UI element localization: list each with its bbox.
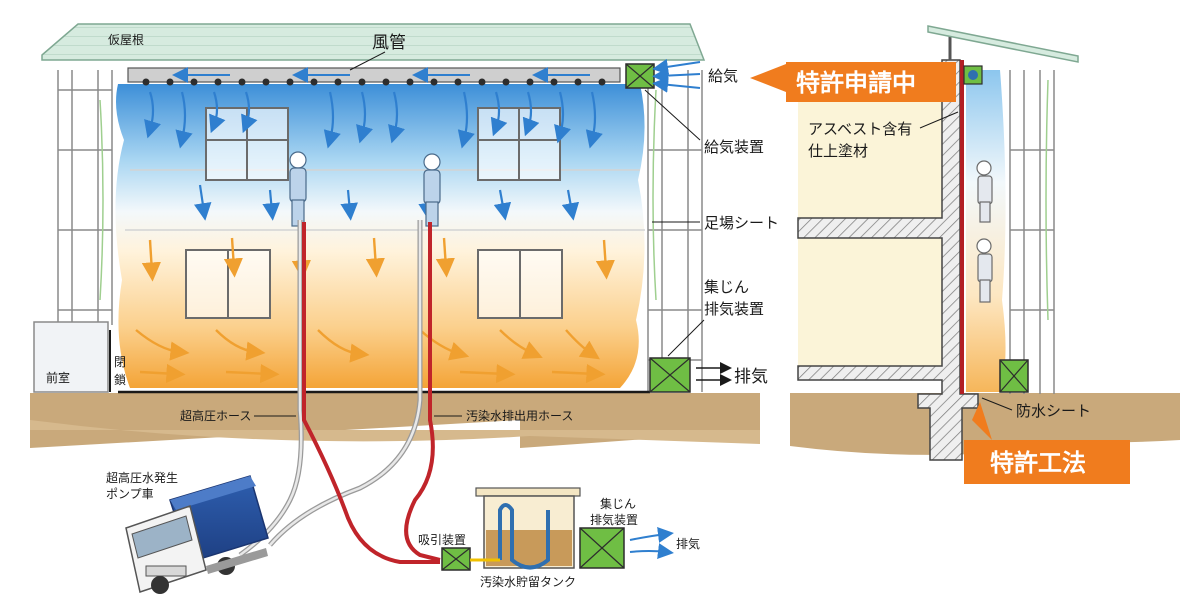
- tank-dust-label-2: 排気装置: [590, 512, 638, 527]
- duct-leader: [349, 51, 386, 71]
- asbestos-coating: [960, 60, 964, 394]
- suction-device-label: 吸引装置: [418, 533, 466, 547]
- windows: [185, 107, 563, 319]
- hp-hose-label: 超高圧ホース: [180, 408, 251, 423]
- tank-lid: [475, 487, 581, 497]
- air-volume: [115, 84, 645, 388]
- dust-exhaust-label-2: 排気装置: [704, 300, 764, 318]
- closed-label-1: 閉: [114, 355, 126, 369]
- waste-hose: [302, 222, 440, 564]
- section-worker-lower: [976, 238, 993, 303]
- duct-nozzles: [142, 78, 606, 86]
- scaffold-sheet-label: 足場シート: [704, 214, 779, 232]
- badge-patent-pending-text: 特許申請中: [796, 69, 916, 97]
- dust-exhaust-leader: [667, 319, 705, 357]
- ground-left-bottom: [30, 420, 760, 444]
- tank-dust-label-1: 集じん: [600, 496, 636, 511]
- scaffold-right: [647, 70, 703, 392]
- supply-inflow-arrows: [652, 58, 701, 93]
- supply-device-leader: [644, 89, 701, 141]
- front-room-label: 前室: [46, 370, 70, 385]
- tank-exhaust-arrows: [629, 527, 674, 559]
- supply-device-label: 給気装置: [704, 138, 764, 156]
- waterproof-leader: [981, 397, 1013, 411]
- pump-truck-label-1: 超高圧水発生: [106, 470, 178, 485]
- tank-pipe: [498, 503, 550, 570]
- section-worker-upper: [976, 160, 993, 223]
- section-air-band: [966, 70, 1006, 392]
- asbestos-label-1: アスベスト含有: [808, 120, 912, 138]
- exhaust-arrows: [696, 362, 732, 386]
- waste-hose-2: [404, 222, 441, 562]
- pump-truck-label-2: ポンプ車: [106, 487, 154, 501]
- badge-patent-method-text: 特許工法: [990, 449, 1086, 477]
- worker-left: [289, 151, 307, 227]
- front-room: [33, 321, 109, 393]
- pump-truck: [125, 475, 269, 594]
- room-lower: [798, 238, 944, 366]
- dust-exhaust-label-1: 集じん: [704, 278, 749, 296]
- asbestos-label-2: 仕上塗材: [808, 142, 868, 160]
- asbestos-leader: [919, 111, 959, 129]
- worker-right: [423, 153, 441, 227]
- temp-roof: [41, 23, 706, 61]
- badge-patent-method: 特許工法: [964, 402, 1130, 484]
- section-scaffold: [1009, 70, 1055, 394]
- closed-label-2: 鎖: [114, 372, 126, 387]
- section-temp-roof: [927, 25, 1079, 63]
- duct: [127, 67, 621, 83]
- waterproof-label: 防水シート: [1016, 402, 1091, 420]
- air-supply-label: 給気: [708, 67, 738, 85]
- exhaust-label: 排気: [734, 367, 768, 387]
- temp-roof-label: 仮屋根: [108, 33, 144, 47]
- duct-label: 風管: [372, 33, 406, 53]
- tank-label: 汚染水貯留タンク: [480, 574, 576, 589]
- waste-hose-label: 汚染水排出用ホース: [466, 408, 573, 423]
- tank-exhaust-label: 排気: [676, 536, 700, 551]
- badge-patent-pending: 特許申請中: [750, 62, 956, 102]
